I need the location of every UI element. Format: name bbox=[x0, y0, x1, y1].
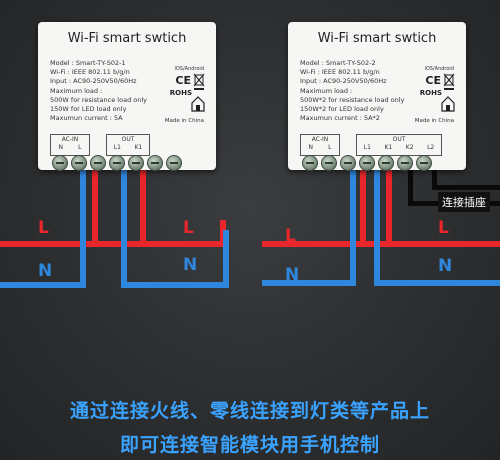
live-label-right: L bbox=[285, 226, 296, 246]
live-wire-left-k1 bbox=[140, 170, 146, 247]
rohs-mark: ROHS bbox=[419, 89, 442, 97]
connect-socket-tag: 连接插座 bbox=[438, 192, 490, 212]
spec-line: Maxumun current : 5A*2 bbox=[300, 114, 380, 123]
ac-in-label: AC-IN bbox=[61, 136, 79, 143]
screw-icon bbox=[416, 155, 432, 171]
socket-wire-l2-h bbox=[432, 185, 500, 190]
neutral-wire-left-out bbox=[121, 282, 229, 288]
terminal-k2-label: K2 bbox=[405, 144, 414, 151]
screw-icon bbox=[302, 155, 318, 171]
neutral-wire-right-l1 bbox=[374, 170, 380, 286]
screw-icon bbox=[359, 155, 375, 171]
neutral-label-left: N bbox=[38, 261, 53, 281]
neutral-wire-left-up bbox=[80, 170, 86, 288]
screw-icon bbox=[71, 155, 87, 171]
device-spec-list: Model : Smart-TY-S02-1 Wi-Fi : IEEE 802.… bbox=[50, 59, 147, 123]
made-in-label: Made in China bbox=[414, 118, 454, 124]
live-wire-right-out bbox=[366, 241, 500, 247]
terminal-screws bbox=[302, 155, 432, 171]
terminal-l1-label: L1 bbox=[363, 144, 371, 151]
live-label-right-out: L bbox=[438, 218, 449, 238]
smart-switch-device-1: Wi-Fi smart swtich Model : Smart-TY-S02-… bbox=[38, 22, 216, 171]
live-wire-left-out bbox=[98, 241, 226, 247]
live-label-left-out: L bbox=[183, 218, 194, 238]
spec-line: Maximum load : bbox=[300, 86, 353, 95]
spec-line: Maximum load : bbox=[50, 86, 103, 95]
terminal-k1-label: K1 bbox=[134, 144, 143, 151]
spec-line: 150W for LED load only bbox=[50, 104, 127, 113]
terminal-n-label: N bbox=[58, 144, 64, 151]
spec-line: Input : AC90-250V50/60Hz bbox=[300, 77, 387, 86]
device-spec-list: Model : Smart-TY-S02-2 Wi-Fi : IEEE 802.… bbox=[300, 59, 404, 123]
terminal-l-label: L bbox=[328, 144, 332, 151]
weee-bin-icon bbox=[193, 73, 205, 90]
socket-wire-l2 bbox=[432, 170, 437, 190]
spec-line: Wi-Fi : IEEE 802.11 b/g/n bbox=[300, 68, 380, 77]
os-note: iOS/Android bbox=[174, 66, 204, 72]
spec-line: 500W for resistance load only bbox=[50, 95, 148, 104]
screw-icon bbox=[378, 155, 394, 171]
spec-line: 150W*2 for LED load only bbox=[300, 104, 384, 113]
spec-line: Input : AC90-250V50/60Hz bbox=[50, 77, 137, 86]
spec-line: Model : Smart-TY-S02-1 bbox=[50, 59, 126, 67]
out-label: OUT bbox=[392, 136, 406, 143]
device-title: Wi-Fi smart swtich bbox=[317, 31, 437, 46]
out-terminal-label: OUT L1 K1 bbox=[106, 134, 150, 156]
os-note: iOS/Android bbox=[424, 66, 454, 72]
neutral-wire-right-out bbox=[374, 280, 500, 286]
terminal-l-label: L bbox=[78, 144, 82, 151]
smart-switch-device-2: Wi-Fi smart swtich Model : Smart-TY-S02-… bbox=[288, 22, 466, 171]
neutral-wire-right-up bbox=[350, 170, 356, 286]
device-title: Wi-Fi smart swtich bbox=[67, 31, 187, 46]
socket-wire-k2 bbox=[408, 170, 413, 206]
made-in-label: Made in China bbox=[164, 118, 204, 124]
neutral-wire-left-in bbox=[0, 282, 86, 288]
spec-line: Model : Smart-TY-S02-2 bbox=[300, 59, 376, 67]
spec-line: Wi-Fi : IEEE 802.11 b/g/n bbox=[50, 68, 130, 77]
neutral-label-right: N bbox=[285, 265, 300, 285]
weee-bin-icon bbox=[443, 73, 455, 90]
terminal-k1-label: K1 bbox=[384, 144, 393, 151]
screw-icon bbox=[109, 155, 125, 171]
neutral-label-left-out: N bbox=[183, 255, 198, 275]
ce-mark: CE bbox=[175, 74, 191, 87]
neutral-wire-right-in bbox=[262, 280, 356, 286]
caption-line-1: 通过连接火线、零线连接到灯类等产品上 bbox=[69, 400, 430, 422]
spec-line: 500W*2 for resistance load only bbox=[300, 95, 405, 104]
ac-in-terminal-label: AC-IN N L bbox=[50, 134, 90, 156]
terminal-screws bbox=[52, 155, 182, 171]
screw-icon bbox=[321, 155, 337, 171]
ac-in-label: AC-IN bbox=[311, 136, 329, 143]
live-wire-left-up bbox=[92, 170, 98, 247]
neutral-label-right-out: N bbox=[438, 256, 453, 276]
caption-line-2: 即可连接智能模块用手机控制 bbox=[119, 434, 380, 456]
live-wire-left-in bbox=[0, 241, 98, 247]
screw-icon bbox=[166, 155, 182, 171]
live-wire-right-up bbox=[360, 170, 366, 247]
screw-icon bbox=[52, 155, 68, 171]
terminal-l2-label: L2 bbox=[427, 144, 435, 151]
live-label-left: L bbox=[38, 218, 49, 238]
screw-icon bbox=[340, 155, 356, 171]
out-label: OUT bbox=[121, 136, 135, 143]
screw-icon bbox=[128, 155, 144, 171]
out-terminal-label: OUT L1 K1 K2 L2 bbox=[356, 134, 442, 156]
indoor-use-icon bbox=[191, 96, 205, 112]
live-wire-right-in bbox=[262, 241, 366, 247]
spec-line: Maxumun current : 5A bbox=[50, 114, 123, 123]
screw-icon bbox=[397, 155, 413, 171]
neutral-wire-left-l1 bbox=[121, 170, 127, 288]
neutral-wire-left-end bbox=[223, 230, 229, 288]
ac-in-terminal-label: AC-IN N L bbox=[300, 134, 340, 156]
terminal-n-label: N bbox=[308, 144, 314, 151]
terminal-l1-label: L1 bbox=[113, 144, 121, 151]
rohs-mark: ROHS bbox=[169, 89, 192, 97]
screw-icon bbox=[147, 155, 163, 171]
ce-mark: CE bbox=[425, 74, 441, 87]
live-wire-right-k1 bbox=[386, 170, 392, 247]
screw-icon bbox=[90, 155, 106, 171]
indoor-use-icon bbox=[441, 96, 455, 112]
